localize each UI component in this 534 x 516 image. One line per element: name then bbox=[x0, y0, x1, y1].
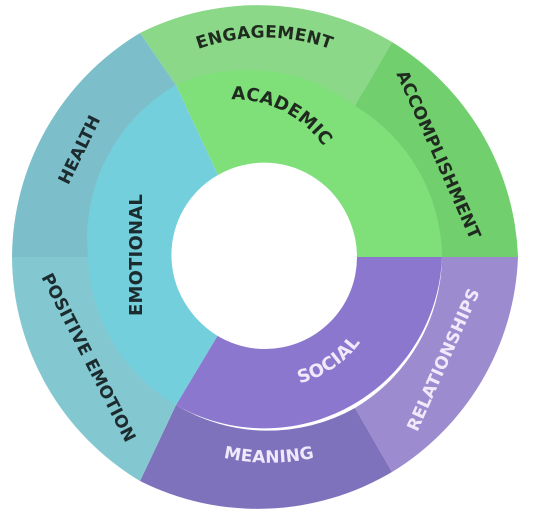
segment-emotional bbox=[76, 85, 218, 405]
segment-positive-emotion bbox=[12, 257, 176, 481]
segment-health bbox=[12, 33, 176, 257]
outer-ring bbox=[12, 5, 518, 509]
segment-relationships bbox=[355, 257, 518, 472]
segment-engagement bbox=[140, 5, 392, 107]
segment-meaning bbox=[140, 405, 392, 509]
segment-accomplishment bbox=[355, 42, 518, 257]
segment-social bbox=[176, 257, 442, 429]
label-emotional: EMOTIONAL bbox=[126, 194, 147, 316]
center-hole bbox=[173, 165, 357, 349]
